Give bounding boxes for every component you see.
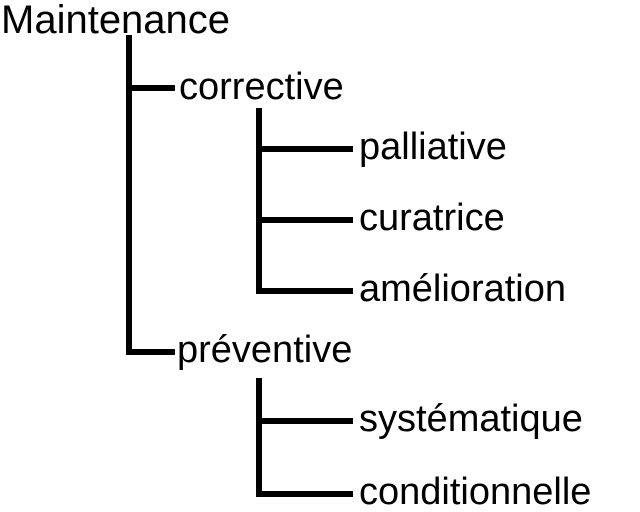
node-label-amelioration: amélioration	[359, 268, 566, 310]
node-label-systematique: systématique	[359, 398, 583, 440]
node-label-curatrice: curatrice	[359, 197, 505, 239]
node-label-maintenance: Maintenance	[1, 0, 231, 42]
trunk-line-maintenance	[126, 35, 175, 355]
node-label-palliative: palliative	[359, 126, 507, 168]
node-label-corrective: corrective	[179, 66, 344, 108]
subtrunk-line-preventive	[256, 378, 353, 497]
node-label-preventive: préventive	[177, 329, 353, 371]
subtrunk-line-corrective	[256, 108, 353, 294]
node-label-conditionnelle: conditionnelle	[359, 471, 592, 512]
